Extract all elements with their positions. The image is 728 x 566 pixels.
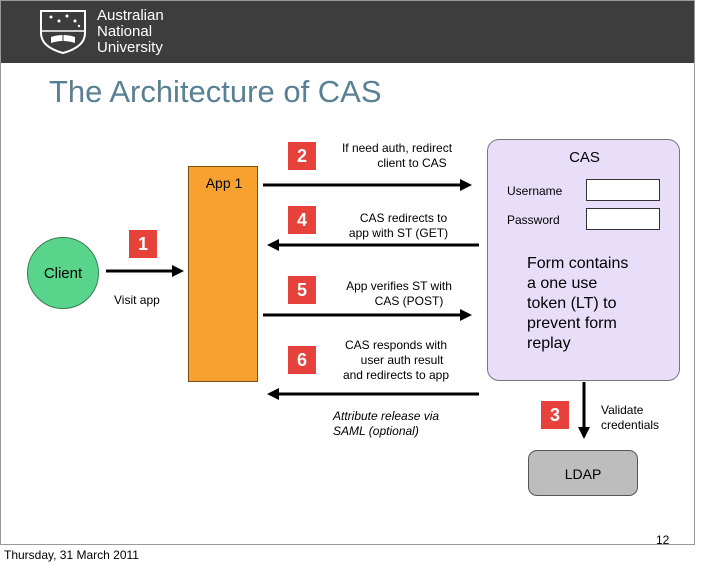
validate-text: Validate credentials <box>601 403 659 433</box>
step-6-line-3: and redirects to app <box>342 368 450 382</box>
step-2-line-2: client to CAS <box>377 156 447 170</box>
step-6-badge: 6 <box>288 346 316 374</box>
password-label: Password <box>507 213 560 227</box>
form-line-4: prevent form <box>527 315 617 332</box>
ldap-box: LDAP <box>528 450 638 496</box>
ldap-label: LDAP <box>564 466 602 482</box>
attribute-line-1: Attribute release via <box>333 409 440 423</box>
step-3-badge: 3 <box>541 401 569 429</box>
step-5-line-2: CAS (POST) <box>374 294 444 308</box>
arrows-layer <box>106 179 590 439</box>
app-1-box: App 1 <box>188 166 258 382</box>
app-1-label: App 1 <box>205 175 243 191</box>
step-4-text: CAS redirects to app with ST (GET) <box>331 211 466 241</box>
arrow-step-2 <box>263 179 472 191</box>
form-line-5: replay <box>527 335 571 352</box>
form-line-3: token (LT) to <box>527 295 617 312</box>
slide: Australian National University The Archi… <box>0 0 695 545</box>
client-label: Client <box>43 265 83 282</box>
cas-title: CAS <box>569 149 600 166</box>
username-field <box>586 179 660 201</box>
form-line-2: a one use <box>527 275 598 292</box>
step-4-badge: 4 <box>288 206 316 234</box>
logo-line-1: Australian <box>97 7 164 24</box>
step-5-badge: 5 <box>288 276 316 304</box>
cas-server-box: CAS Username Password Form contains a on… <box>487 139 680 381</box>
attribute-release-text: Attribute release via SAML (optional) <box>333 409 439 439</box>
form-description: Form contains a one use token (LT) to pr… <box>527 254 628 354</box>
step-6-line-1: CAS responds with <box>344 338 448 352</box>
step-4-line-1: CAS redirects to <box>359 211 448 225</box>
step-4-line-2: app with ST (GET) <box>348 226 449 240</box>
step-1-badge: 1 <box>129 230 157 258</box>
page-number: 12 <box>656 533 670 545</box>
username-label: Username <box>507 184 563 198</box>
step-5-line-1: App verifies ST with <box>346 279 452 293</box>
arrow-step-4 <box>267 239 479 251</box>
logo-line-3: University <box>97 39 163 56</box>
step-2-text: If need auth, redirect client to CAS <box>327 141 467 171</box>
step-2-line-1: If need auth, redirect <box>341 141 453 155</box>
arrow-step-5 <box>263 309 472 321</box>
visit-app-label: Visit app <box>114 293 160 307</box>
step-6-text: CAS responds with user auth result and r… <box>329 338 463 383</box>
attribute-line-2: SAML (optional) <box>333 424 419 438</box>
validate-line-1: Validate <box>601 403 644 417</box>
arrow-step-6 <box>267 388 479 400</box>
form-line-1: Form contains <box>527 255 629 272</box>
password-field <box>586 208 660 230</box>
logo-line-2: National <box>97 23 153 40</box>
header-bar: Australian National University <box>1 1 694 63</box>
step-6-line-2: user auth result <box>360 353 444 367</box>
arrow-validate <box>578 382 590 439</box>
validate-line-2: credentials <box>601 418 660 432</box>
university-crest-icon <box>40 10 86 55</box>
step-5-text: App verifies ST with CAS (POST) <box>329 279 469 309</box>
university-logo-text: Australian National University <box>97 8 164 56</box>
step-2-badge: 2 <box>288 142 316 170</box>
footer-date: Thursday, 31 March 2011 <box>4 548 139 562</box>
arrow-visit-app <box>106 265 184 277</box>
client-circle: Client <box>27 237 99 309</box>
page-title: The Architecture of CAS <box>49 74 382 109</box>
